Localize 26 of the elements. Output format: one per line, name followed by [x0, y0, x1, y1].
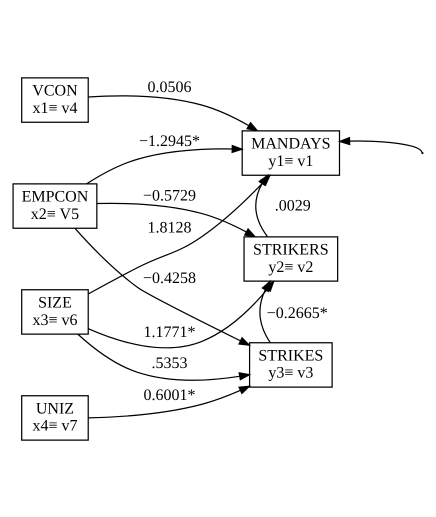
edge-label: 1.1771* [144, 324, 196, 341]
node-box: VCON x1≡ v4 [21, 76, 89, 122]
edge-label: −0.2665* [266, 304, 328, 322]
node-box: EMPCON x2≡ V5 [12, 182, 98, 228]
node-box: SIZE x3≡ v6 [21, 288, 89, 334]
edge-label: 1.8128 [148, 218, 192, 236]
arrow [74, 227, 252, 346]
edge-label: 0.0506 [148, 78, 192, 96]
edge-label: −1.2945* [139, 132, 200, 150]
arrow [86, 144, 244, 184]
edge-label: .0029 [274, 197, 311, 214]
edge-label: .5353 [152, 354, 188, 372]
node-box: STRIKERS y2≡ v2 [243, 236, 338, 282]
node-box: STRIKES y3≡ v3 [248, 342, 333, 388]
node-box: UNIZ x4≡ v7 [21, 394, 89, 440]
arrow [88, 94, 259, 132]
arrow [259, 279, 272, 342]
node-box: MANDAYS y1≡ v1 [242, 130, 340, 176]
edge-label: −0.4258 [143, 269, 196, 286]
edge-label: −0.5729 [143, 186, 196, 204]
arrow [88, 385, 252, 418]
arrow [78, 333, 252, 380]
edge-label: 0.6001* [144, 386, 196, 404]
arrow [255, 173, 269, 237]
arrow [97, 202, 257, 238]
arrow [338, 136, 423, 152]
